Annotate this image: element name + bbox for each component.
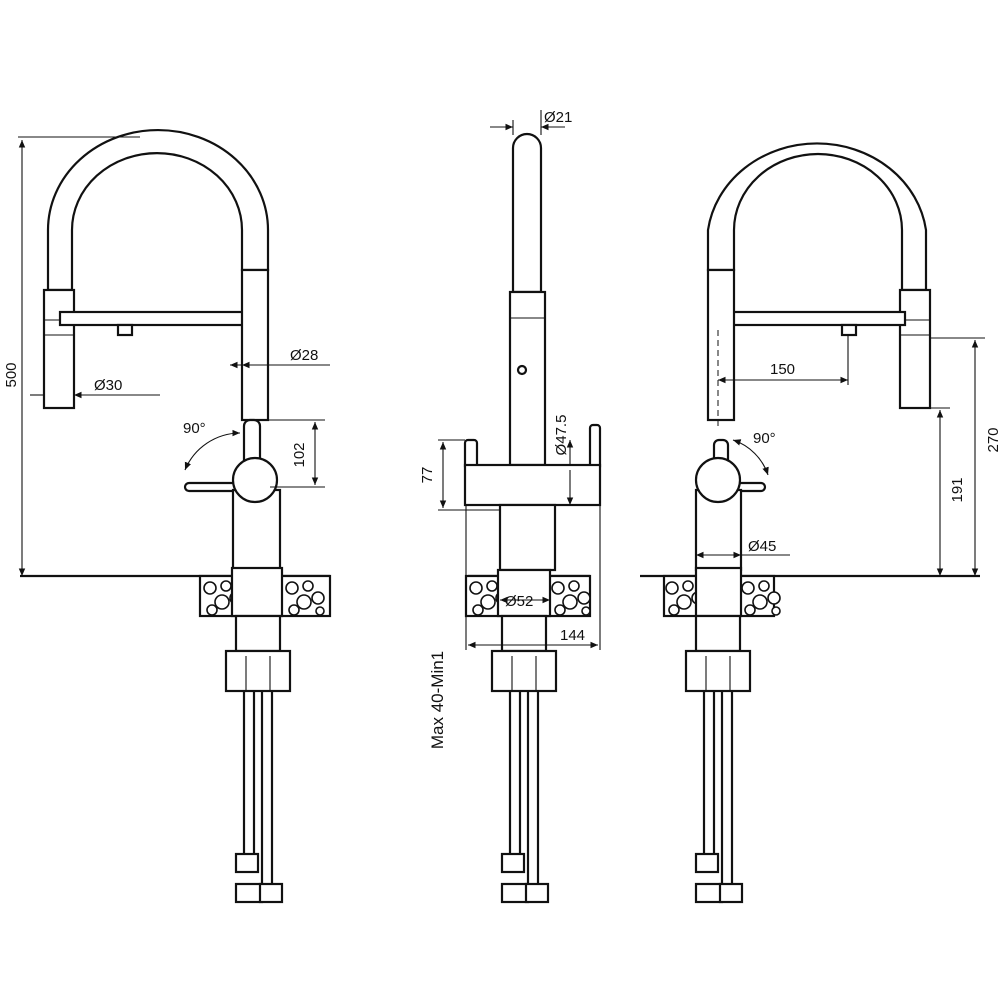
dim-countertop-thickness: Max 40-Min1 — [428, 651, 447, 749]
dim-height-500: 500 — [3, 362, 20, 387]
left-side-view — [18, 128, 332, 904]
dim-width-144: 144 — [560, 627, 585, 644]
dim-lever-height-102: 102 — [291, 442, 308, 467]
dim-spout-dia-28: Ø28 — [290, 347, 318, 364]
dim-reach-150: 150 — [770, 361, 795, 378]
right-side-view — [640, 142, 985, 904]
dim-base-dia-45: Ø45 — [748, 538, 776, 555]
dim-outlet-height-191: 191 — [949, 477, 966, 502]
dim-spray-height-270: 270 — [985, 427, 1000, 452]
dim-spray-dia-30: Ø30 — [94, 377, 122, 394]
dim-base-dia-52: Ø52 — [505, 593, 533, 610]
dim-lever-angle-left: 90° — [183, 420, 206, 437]
dim-body-dia-47-5: Ø47.5 — [553, 415, 570, 456]
dim-body-height-77: 77 — [419, 467, 436, 484]
dim-spout-dia-21: Ø21 — [544, 109, 572, 126]
dim-lever-angle-right: 90° — [753, 430, 776, 447]
front-view — [438, 110, 602, 904]
